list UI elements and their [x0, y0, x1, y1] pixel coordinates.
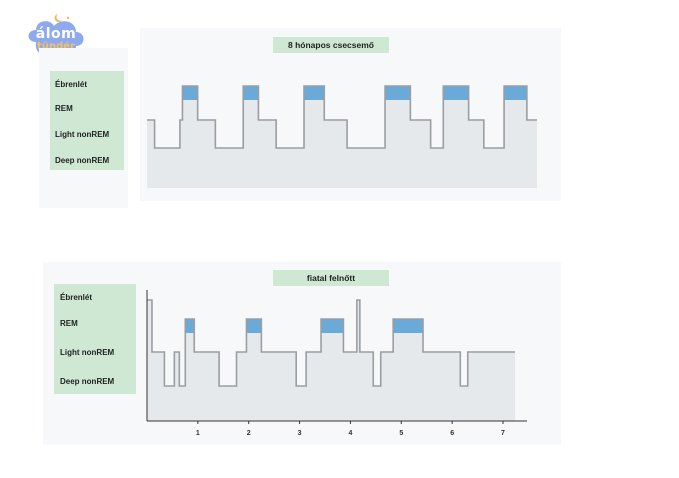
x-tick-label: 7	[501, 430, 505, 437]
rem-segment	[385, 86, 411, 100]
hypnogram-area	[147, 86, 537, 188]
alomtunder-logo[interactable]: álom tündér	[22, 12, 90, 64]
rem-segment	[304, 86, 325, 100]
legend-bottom: Ébrenlét REM Light nonREM Deep nonREM	[54, 284, 136, 394]
x-tick-label: 6	[450, 430, 454, 437]
rem-segment	[182, 86, 198, 100]
x-tick-label: 5	[399, 430, 403, 437]
rem-segment	[321, 319, 344, 333]
rem-segment	[443, 86, 469, 100]
rem-segment	[504, 86, 527, 100]
logo-graphic	[28, 14, 84, 56]
legend-item-deep: Deep nonREM	[60, 377, 115, 386]
legend-item-wake: Ébrenlét	[60, 293, 93, 302]
x-tick-label: 2	[247, 430, 251, 437]
legend-item-deep: Deep nonREM	[55, 156, 110, 165]
rem-segment	[393, 319, 423, 333]
chart-title-top: 8 hónapos csecsemő	[273, 37, 389, 53]
rem-segment	[243, 86, 259, 100]
rem-segment	[246, 319, 262, 333]
rem-segment	[185, 319, 195, 333]
legend-top: Ébrenlét REM Light nonREM Deep nonREM	[50, 71, 124, 170]
legend-item-light: Light nonREM	[55, 130, 110, 139]
hypnogram-line	[147, 299, 515, 387]
x-tick-label: 4	[348, 430, 352, 437]
x-tick-label: 1	[196, 430, 200, 437]
x-tick-label: 3	[298, 430, 302, 437]
legend-item-light: Light nonREM	[60, 348, 115, 357]
chart-title-bottom: fiatal felnőtt	[273, 270, 389, 286]
hypnogram-line	[147, 85, 537, 149]
logo-text-line1: álom	[35, 26, 77, 42]
legend-item-rem: REM	[60, 319, 78, 328]
legend-item-rem: REM	[55, 104, 73, 113]
logo-text-line2: tündér	[37, 41, 75, 52]
legend-item-wake: Ébrenlét	[55, 80, 88, 89]
